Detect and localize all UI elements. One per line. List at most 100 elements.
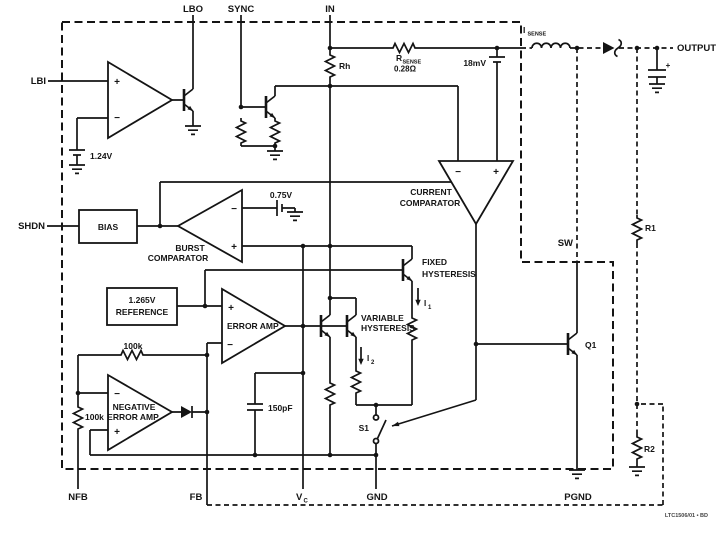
label-100k-nfb: 100k — [85, 412, 104, 422]
input-rail-wires — [329, 15, 521, 246]
pin-label-lbo: LBO — [183, 4, 203, 15]
source-18mv — [488, 56, 506, 63]
label-variable-hysteresis-2: HYSTERESIS — [361, 323, 415, 333]
resistor-r1 — [631, 214, 643, 244]
ground-lbo — [184, 125, 202, 136]
lowbatt-comparator — [107, 60, 174, 140]
catch-diode — [603, 42, 615, 54]
reference-erroramp-wires — [177, 269, 403, 505]
label-r1: R1 — [645, 223, 656, 233]
pin-label-sw: SW — [558, 238, 573, 249]
label-rsense-value: 0.28Ω — [394, 65, 417, 74]
bias-block — [78, 209, 138, 244]
current-comparator-wires — [159, 181, 568, 427]
pin-label-in: IN — [325, 4, 335, 15]
erroramp-minus-sign: − — [227, 340, 233, 351]
label-18mv: 18mV — [463, 58, 486, 68]
label-negative-error-amp-1: NEGATIVE — [113, 402, 156, 412]
burst-minus-sign: − — [231, 204, 237, 215]
ground-pgnd — [568, 469, 586, 480]
label-q1: Q1 — [585, 340, 597, 350]
error-amp — [221, 287, 287, 365]
label-negative-error-amp-2: ERROR AMP — [107, 412, 159, 422]
label-current-comparator-1: CURRENT — [410, 187, 452, 197]
label-150pf: 150pF — [268, 403, 293, 413]
bias-burst-wires — [47, 207, 413, 259]
pin-label-shdn: SHDN — [18, 221, 45, 232]
output-network-wires — [207, 38, 673, 506]
pin-label-lbi: LBI — [31, 76, 46, 87]
pin-label-fb: FB — [190, 492, 203, 503]
variable-hysteresis-transistor-2 — [345, 313, 358, 339]
resistor-variable-left — [324, 379, 336, 409]
resistor-rh — [324, 51, 336, 81]
negative-erroramp-wires — [77, 246, 377, 489]
lowbatt-minus-sign: − — [114, 113, 120, 124]
output-capacitor — [648, 48, 666, 84]
ground-1v24 — [68, 164, 86, 175]
label-s1: S1 — [359, 423, 370, 433]
lowbatt-plus-sign: + — [114, 77, 120, 88]
label-rh: Rh — [339, 61, 350, 71]
reference-block — [106, 287, 178, 326]
label-error-amp: ERROR AMP — [227, 321, 279, 331]
label-fixed-hysteresis-1: FIXED — [422, 257, 447, 267]
label-reference-2: REFERENCE — [116, 307, 169, 317]
pin-label-gnd: GND — [366, 492, 387, 503]
label-burst-comparator-2: COMPARATOR — [148, 253, 208, 263]
lbo-transistor — [182, 87, 195, 113]
label-fixed-hysteresis-2: HYSTERESIS — [422, 269, 476, 279]
i2-current-arrowhead — [358, 358, 364, 365]
resistor-sync-emitter — [269, 117, 281, 147]
catch-diode-cathode — [613, 38, 623, 58]
label-1v24: 1.24V — [90, 151, 113, 161]
negamp-plus-sign: + — [114, 427, 120, 438]
label-isense-sub: SENSE — [528, 32, 547, 38]
pin-label-vc: V — [296, 492, 303, 503]
fixed-hysteresis-transistor — [401, 257, 414, 283]
source-1v24 — [68, 149, 86, 156]
lowbatt-comparator-wires — [48, 15, 194, 165]
s1-switch — [372, 414, 380, 445]
output-cap-plus-sign: + — [666, 61, 671, 70]
erroramp-plus-sign: + — [228, 303, 234, 314]
label-reference-1: 1.265V — [129, 295, 156, 305]
resistor-sync-base — [235, 117, 247, 147]
junction-dots — [75, 45, 660, 458]
ground-output-cap — [648, 83, 666, 94]
ic-boundary — [61, 21, 614, 470]
current-plus-sign: + — [493, 167, 499, 178]
label-0v75: 0.75V — [270, 190, 293, 200]
resistor-100k-feedback — [117, 349, 147, 361]
hysteresis-cell-wires — [329, 246, 421, 455]
current-minus-sign: − — [455, 167, 461, 178]
negamp-minus-sign: − — [114, 389, 120, 400]
label-i2: I — [367, 354, 369, 363]
sync-transistor — [264, 94, 277, 120]
resistor-i2 — [350, 367, 362, 397]
sync-circuit-wires — [240, 15, 330, 151]
label-i2-sub: 2 — [371, 360, 375, 366]
burst-comparator — [176, 188, 243, 264]
negative-error-amp — [107, 373, 174, 452]
label-current-comparator-2: COMPARATOR — [400, 198, 460, 208]
label-isense: I — [523, 25, 525, 35]
label-rsense-sub: SENSE — [403, 60, 422, 66]
q1-transistor — [566, 331, 579, 357]
pin-label-vc-sub: C — [304, 499, 309, 505]
footer-part-number: LTC1506/01 • BD — [665, 513, 708, 519]
label-bias: BIAS — [98, 222, 119, 232]
label-100k-feedback: 100k — [124, 341, 143, 351]
pin-label-output: OUTPUT — [677, 43, 716, 54]
label-burst-comparator-1: BURST — [175, 243, 205, 253]
ground-0v75 — [286, 211, 304, 222]
label-rsense: R — [396, 53, 402, 63]
pin-label-sync: SYNC — [228, 4, 255, 15]
resistor-r2 — [631, 433, 643, 463]
resistor-rsense — [389, 42, 419, 54]
ground-sync — [266, 150, 284, 161]
label-r2: R2 — [644, 444, 655, 454]
ground-r2 — [628, 466, 646, 477]
pin-label-pgnd: PGND — [564, 492, 592, 503]
